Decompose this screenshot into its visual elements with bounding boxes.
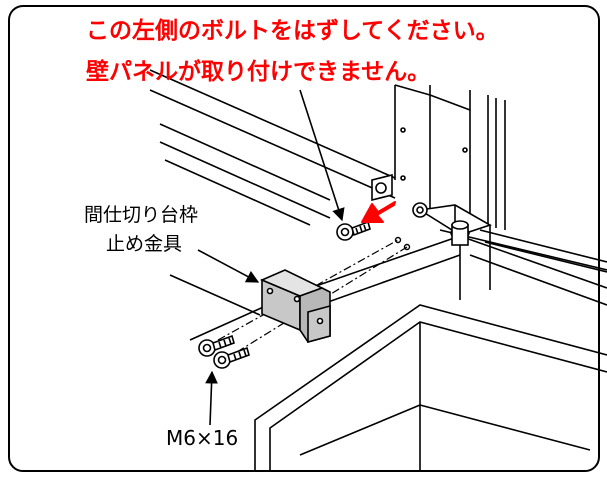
drawing-frame (8, 5, 600, 472)
part-label-line-2: 止め金具 (106, 233, 183, 255)
stop-bracket (259, 269, 331, 344)
warning-text-line-1: この左側のボルトをはずしてください。 (86, 18, 499, 44)
lower-frame (254, 304, 607, 470)
frame-joint (371, 173, 492, 300)
warning-text-line-2: 壁パネルが取り付けできません。 (86, 59, 431, 85)
remove-direction-arrow (361, 201, 396, 223)
bolt-to-remove-icon (336, 220, 371, 241)
wall-post (394, 84, 607, 273)
part-label-line-1: 間仕切り台枠 (84, 204, 199, 226)
rail-holes (394, 236, 411, 251)
bolt-size-label: M6×16 (166, 426, 239, 450)
leader-lines (197, 89, 345, 426)
m6-bolt-icon (198, 334, 250, 369)
frame-rails (149, 69, 607, 341)
